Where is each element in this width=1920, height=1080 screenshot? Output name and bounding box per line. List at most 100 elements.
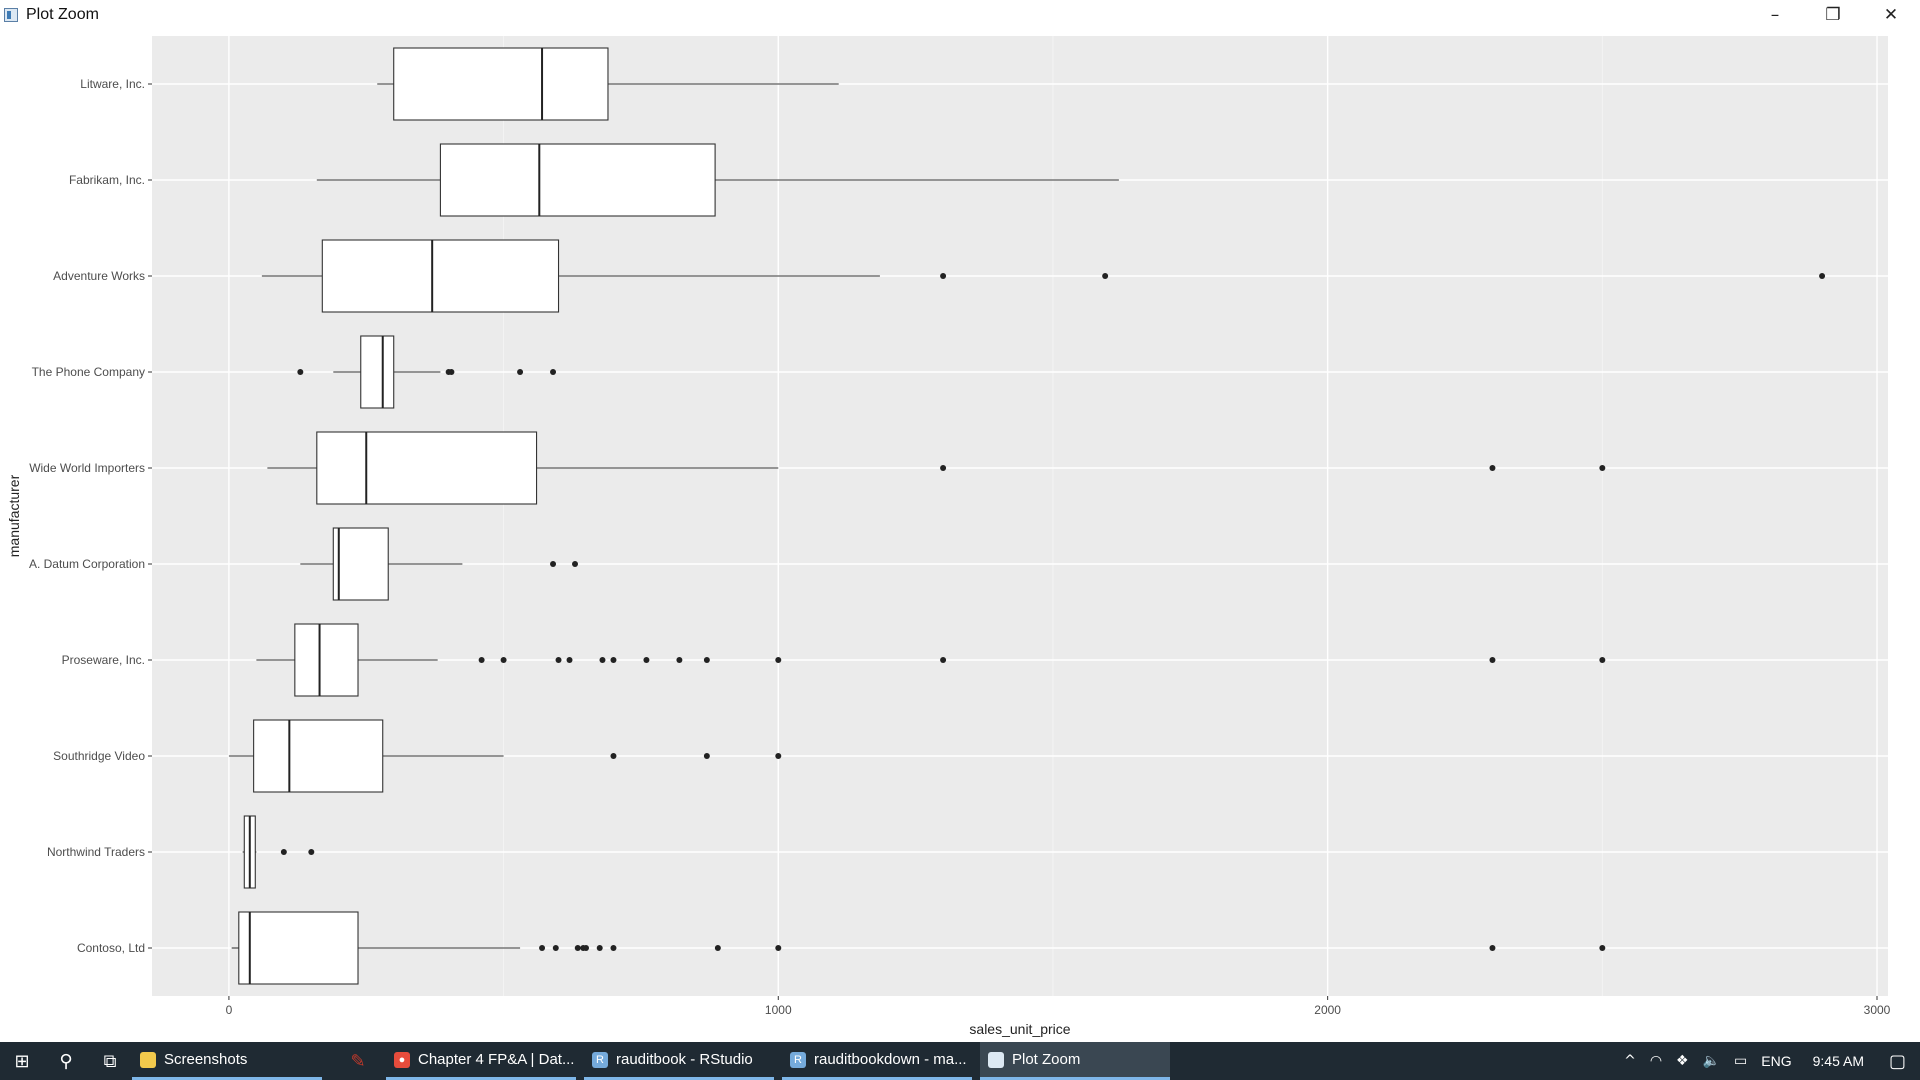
outlier-point <box>1489 657 1496 663</box>
tray-chevron-icon[interactable]: ^ <box>1624 1053 1636 1069</box>
outlier-point <box>610 753 617 759</box>
outlier-point <box>703 753 710 759</box>
outlier-point <box>940 657 947 663</box>
language-indicator[interactable]: ENG <box>1761 1053 1792 1069</box>
y-tick-label: Adventure Works <box>53 269 145 283</box>
outlier-point <box>517 369 524 375</box>
y-axis: Litware, Inc. Fabrikam, Inc. Adventure Wor… <box>29 77 152 955</box>
box-iqr <box>253 719 384 793</box>
outlier-point <box>1599 945 1606 951</box>
app-icon: R <box>790 1051 806 1068</box>
box-southridge-video <box>228 719 782 793</box>
outlier-point <box>552 945 559 951</box>
x-tick-label: 3000 <box>1864 1003 1891 1017</box>
x-tick-label: 0 <box>226 1003 233 1017</box>
box-iqr <box>360 335 395 409</box>
app-icon <box>140 1051 156 1068</box>
plot-zoom-app-icon <box>4 8 18 22</box>
taskbar: ⊞ ⚲ ⧉ Screenshots ✎ ●Chapter 4 FP&A | Dat.… <box>0 1042 1920 1080</box>
outlier-point <box>280 849 287 855</box>
outlier-point <box>572 561 579 567</box>
box-iqr <box>321 239 560 313</box>
taskbar-app-label: Chapter 4 FP&A | Dat... <box>418 1051 575 1068</box>
box-proseware-inc- <box>256 623 1606 697</box>
taskbar-app-5[interactable]: Plot Zoom <box>980 1042 1170 1080</box>
box-a-datum-corporation <box>300 527 579 601</box>
outlier-point <box>500 657 507 663</box>
outlier-point <box>583 945 589 951</box>
taskbar-app-label: rauditbookdown - ma... <box>814 1051 967 1068</box>
outlier-point <box>478 657 485 663</box>
notification-icon[interactable]: ▢ <box>1888 1050 1906 1072</box>
outlier-point <box>610 945 617 951</box>
outlier-point <box>308 849 315 855</box>
boxplot-chart: Litware, Inc. Fabrikam, Inc. Adventure Wor… <box>6 36 1891 1037</box>
system-tray: ^ ◠ ❖ 🔈 ▭ ENG 9:45 AM ▢ <box>1617 1042 1920 1080</box>
outlier-point <box>555 657 562 663</box>
y-tick-label: A. Datum Corporation <box>29 557 145 571</box>
outlier-point <box>1489 465 1496 471</box>
x-tick-label: 1000 <box>765 1003 792 1017</box>
app-icon <box>988 1051 1004 1068</box>
box-iqr <box>238 911 359 985</box>
box-iqr <box>393 47 609 121</box>
outlier-point <box>297 369 304 375</box>
y-tick-label: Wide World Importers <box>29 461 145 475</box>
outlier-point <box>574 945 581 951</box>
outlier-point <box>940 465 947 471</box>
task-view-icon[interactable]: ⧉ <box>103 1050 117 1072</box>
minimize-button[interactable]: – <box>1770 5 1780 25</box>
outlier-point <box>566 657 573 663</box>
clock[interactable]: 9:45 AM <box>1812 1053 1864 1069</box>
outlier-point <box>1489 945 1496 951</box>
outlier-point <box>550 561 557 567</box>
taskbar-app-label: Screenshots <box>164 1051 248 1068</box>
dropbox-icon[interactable]: ❖ <box>1676 1053 1689 1069</box>
close-button[interactable]: ✕ <box>1883 5 1899 25</box>
y-tick-label: The Phone Company <box>32 365 145 379</box>
taskbar-app-label: Plot Zoom <box>1012 1051 1081 1068</box>
taskbar-app-label: rauditbook - RStudio <box>616 1051 753 1068</box>
y-tick-label: Fabrikam, Inc. <box>69 173 145 187</box>
taskbar-app-0[interactable]: Screenshots <box>132 1042 322 1080</box>
windows-start-icon[interactable]: ⊞ <box>14 1050 30 1072</box>
box-iqr <box>439 143 716 217</box>
outlier-point <box>775 657 782 663</box>
battery-icon[interactable]: ▭ <box>1734 1053 1748 1069</box>
wifi-icon[interactable]: ◠ <box>1649 1053 1663 1069</box>
y-tick-label: Northwind Traders <box>47 845 145 859</box>
box-northwind-traders <box>242 815 315 889</box>
window-titlebar: Plot Zoom – ❐ ✕ <box>0 0 1920 30</box>
outlier-point <box>1599 657 1606 663</box>
outlier-point <box>775 753 782 759</box>
outlier-point <box>1102 273 1109 279</box>
outlier-point <box>539 945 546 951</box>
outlier-point <box>596 945 603 951</box>
box-contoso-ltd <box>231 911 1606 985</box>
outlier-point <box>775 945 782 951</box>
x-axis-title: sales_unit_price <box>969 1021 1070 1037</box>
outlier-point <box>1599 465 1606 471</box>
box-iqr <box>294 623 359 697</box>
box-litware-inc- <box>377 47 839 121</box>
outlier-point <box>448 369 455 375</box>
box-iqr <box>316 431 538 505</box>
search-icon[interactable]: ⚲ <box>59 1050 73 1072</box>
y-tick-label: Litware, Inc. <box>80 77 145 91</box>
box-adventure-works <box>261 239 1826 313</box>
outlier-point <box>610 657 617 663</box>
outlier-point <box>643 657 650 663</box>
restore-button[interactable]: ❐ <box>1825 5 1841 25</box>
taskbar-app-2[interactable]: ●Chapter 4 FP&A | Dat... <box>386 1042 576 1080</box>
outlier-point <box>550 369 557 375</box>
y-tick-label: Proseware, Inc. <box>62 653 145 667</box>
outlier-point <box>703 657 710 663</box>
volume-icon[interactable]: 🔈 <box>1702 1053 1721 1069</box>
y-tick-label: Contoso, Ltd <box>77 941 145 955</box>
taskbar-pinned-icon[interactable]: ✎ <box>350 1050 366 1072</box>
y-axis-title: manufacturer <box>6 474 22 557</box>
